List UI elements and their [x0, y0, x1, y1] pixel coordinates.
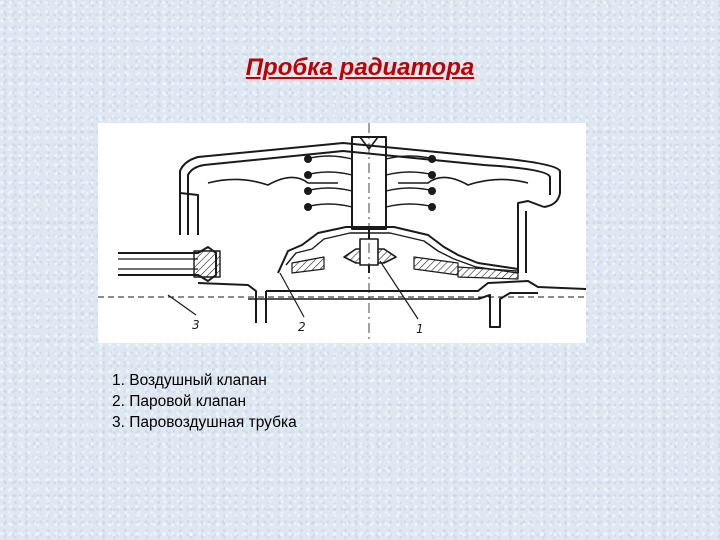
radiator-cap-diagram: 3 2 1	[98, 123, 586, 343]
callout-3-label: 3	[192, 318, 200, 332]
cap-skirt-right	[517, 200, 545, 273]
radiator-neck	[197, 280, 586, 323]
legend-list: 1. Воздушный клапан 2. Паровой клапан 3.…	[112, 370, 297, 433]
cap-skirt-left	[179, 192, 199, 235]
radiator-cap-drawing: 3 2 1	[98, 123, 586, 343]
callout-2-leader	[279, 272, 305, 318]
cap-inner-shell	[187, 150, 551, 235]
callout-1-label: 1	[416, 322, 424, 336]
callout-1-leader	[379, 260, 419, 320]
spring-plate	[207, 176, 529, 186]
steam-valve-gasket	[291, 256, 325, 274]
legend-item-steam-air-tube: 3. Паровоздушная трубка	[112, 414, 297, 431]
callout-3-leader	[167, 294, 197, 316]
spring	[305, 155, 435, 208]
slide-title: Пробка радиатора	[245, 54, 475, 81]
legend-item-air-valve: 1. Воздушный клапан	[112, 372, 267, 389]
steam-valve-body	[277, 226, 519, 274]
legend-item-steam-valve: 2. Паровой клапан	[112, 393, 247, 410]
callout-2-label: 2	[298, 320, 306, 334]
cap-outer-shell	[179, 142, 561, 235]
spring-coil-sections	[304, 155, 436, 211]
right-flange	[477, 292, 538, 328]
